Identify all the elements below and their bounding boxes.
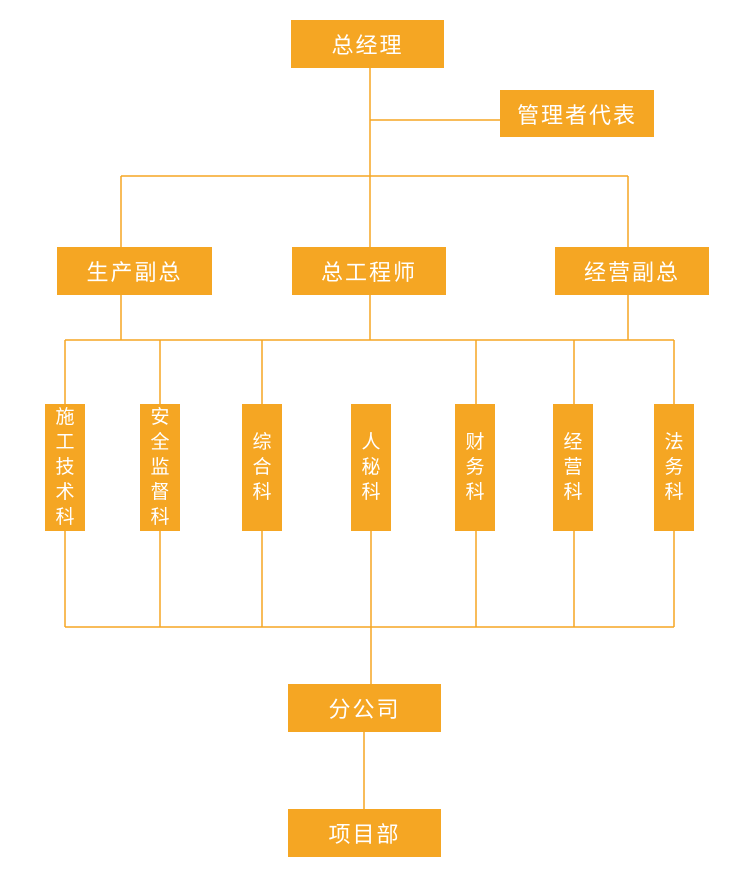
dept-label-char: 技 [55,456,75,478]
chief-engineer-box: 总工程师 [292,247,446,295]
dept-label-char: 财 [465,431,485,453]
dept-label-char: 科 [465,481,485,503]
dept-construction-tech-box: 施工技术科 [45,404,85,531]
dept-label-char: 法 [664,431,684,453]
dept-label-char: 综 [252,431,272,453]
dept-label-char: 督 [150,481,170,503]
dept-safety-supervision-box: 安全监督科 [140,404,180,531]
dept-label-char: 科 [361,481,381,503]
dept-label-char: 经 [563,431,583,453]
dept-label-char: 科 [252,481,272,503]
business-vp-box: 经营副总 [555,247,709,295]
dept-hr-secretary-box: 人秘科 [351,404,391,531]
dept-legal-box: 法务科 [654,404,694,531]
dept-finance-box: 财务科 [455,404,495,531]
dept-label-char: 科 [150,506,170,528]
dept-general-affairs-box: 综合科 [242,404,282,531]
production-vp-box: 生产副总 [57,247,212,295]
dept-label-char: 术 [55,481,75,503]
dept-label-char: 人 [361,431,381,453]
dept-label-char: 工 [55,431,75,453]
dept-label-char: 科 [563,481,583,503]
dept-operations-box: 经营科 [553,404,593,531]
project-department-box: 项目部 [288,809,441,857]
dept-label-char: 务 [664,456,684,478]
dept-label-char: 安 [150,406,170,428]
dept-label-char: 合 [252,456,272,478]
dept-label-char: 施 [55,406,75,428]
dept-label-char: 务 [465,456,485,478]
dept-label-char: 科 [664,481,684,503]
branch-company-box: 分公司 [288,684,441,732]
dept-label-char: 监 [150,456,170,478]
dept-label-char: 营 [563,456,583,478]
dept-label-char: 科 [55,506,75,528]
management-representative-box: 管理者代表 [500,90,654,137]
dept-label-char: 全 [150,431,170,453]
general-manager-box: 总经理 [291,20,444,68]
dept-label-char: 秘 [361,456,381,478]
